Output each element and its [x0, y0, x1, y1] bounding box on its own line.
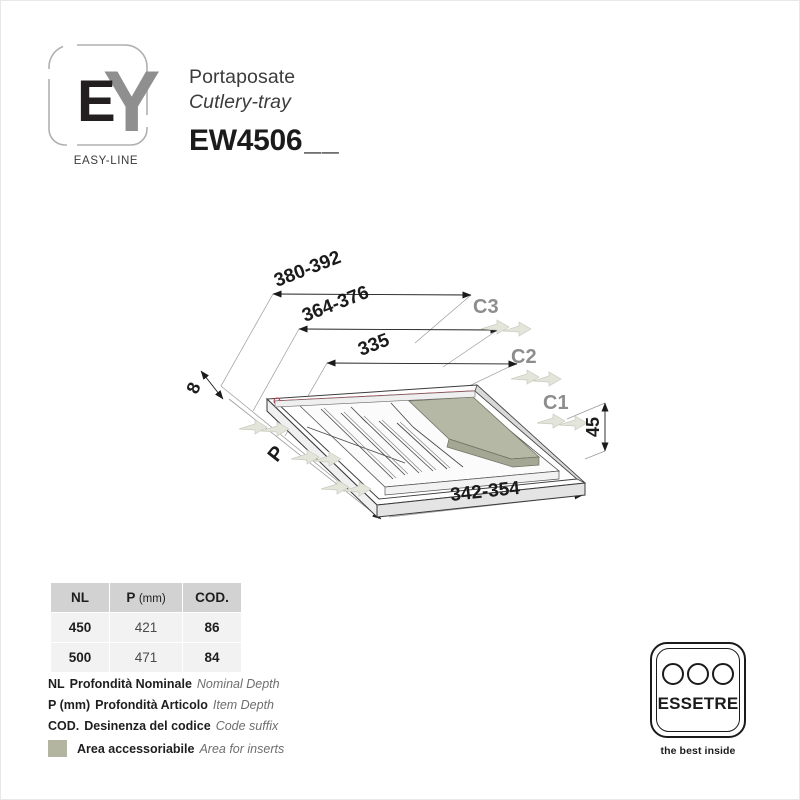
legend-item-p: P (mm) Profondità Articolo Item Depth	[48, 698, 378, 712]
legend-text-english: Code suffix	[215, 719, 279, 733]
legend-text-italian: Desinenza del codice	[84, 719, 211, 733]
circle-icon	[712, 663, 734, 685]
dimension-line-364-376	[298, 325, 500, 334]
manufacturer-tagline: the best inside	[660, 745, 736, 757]
legend-text-italian: Area accessoriabile	[77, 741, 195, 756]
logo-letter-e: E	[77, 69, 116, 134]
callout-arrows	[238, 319, 588, 497]
legend-abbr: COD.	[48, 719, 80, 733]
logo-mark: Y E	[47, 43, 161, 150]
manufacturer-name: ESSETRE	[657, 694, 739, 713]
circle-icon	[662, 663, 684, 685]
logo-letter-y: Y	[103, 54, 161, 150]
product-code-suffix: __	[304, 123, 340, 157]
dimension-label-top-inner: 335	[355, 330, 393, 361]
circle-icon	[687, 663, 709, 685]
cutlery-tray-illustration	[265, 384, 587, 519]
cell-p: 421	[109, 612, 183, 643]
easy-line-logo: Y E EASY-LINE	[47, 43, 165, 175]
cell-nl: 450	[50, 612, 110, 643]
product-code: EW4506__	[189, 124, 340, 158]
essetre-dots	[652, 663, 744, 685]
table-row: 450 421 86	[50, 612, 242, 643]
dimension-label-top-middle: 364-376	[299, 282, 372, 327]
legend-abbr: P (mm)	[48, 698, 91, 712]
cell-cod: 86	[182, 612, 242, 643]
dimension-label-top-outer: 380-392	[271, 251, 344, 292]
technical-drawing: 380-392 364-376 335 8 P 342-354 45 C3 C2…	[181, 251, 651, 541]
page-header: Y E EASY-LINE Portaposate Cutlery-tray E…	[47, 43, 340, 175]
insert-area-swatch	[48, 740, 67, 757]
legend-item-insert-area: Area accessoriabile Area for inserts	[48, 740, 378, 757]
cell-p: 471	[109, 642, 183, 673]
essetre-logo-frame: ESSETRE	[650, 642, 746, 738]
easy-line-label: EASY-LINE	[73, 155, 139, 167]
legend-item-nl: NL Profondità Nominale Nominal Depth	[48, 677, 378, 691]
title-block: Portaposate Cutlery-tray EW4506__	[189, 43, 340, 158]
column-header-cod: COD.	[182, 582, 242, 613]
callout-label-c1: C1	[543, 392, 569, 414]
legend-text-english: Item Depth	[212, 698, 275, 712]
legend-abbr: NL	[48, 677, 65, 691]
dimension-line-thickness	[200, 370, 224, 400]
product-title-english: Cutlery-tray	[189, 90, 291, 113]
cell-cod: 84	[182, 642, 242, 673]
dimension-label-thickness: 8	[182, 379, 204, 396]
table-header-row: NL P (mm) COD.	[50, 582, 242, 613]
legend-text-english: Area for inserts	[199, 741, 285, 756]
column-header-nl: NL	[50, 582, 110, 613]
essetre-logo: ESSETRE the best inside	[650, 642, 754, 757]
cell-nl: 500	[50, 642, 110, 673]
table-row: 500 471 84	[50, 642, 242, 673]
logo-frame-icon	[48, 44, 148, 146]
column-header-p: P (mm)	[109, 582, 183, 613]
callout-label-c2: C2	[511, 346, 537, 368]
product-title-italian: Portaposate	[189, 66, 296, 88]
legend-text-italian: Profondità Nominale	[69, 677, 192, 691]
dimension-label-height: 45	[583, 417, 603, 437]
product-code-base: EW4506	[189, 123, 303, 157]
specification-table: NL P (mm) COD. 450 421 86 500 471 84	[50, 582, 242, 673]
dimension-label-depth: P	[264, 442, 290, 466]
dimension-line-380-392	[272, 290, 472, 299]
legend: NL Profondità Nominale Nominal Depth P (…	[48, 677, 378, 764]
legend-text-italian: Profondità Articolo	[95, 698, 208, 712]
legend-item-cod: COD. Desinenza del codice Code suffix	[48, 719, 378, 733]
dimension-line-335	[326, 359, 518, 368]
callout-label-c3: C3	[473, 296, 499, 318]
legend-text-english: Nominal Depth	[196, 677, 280, 691]
